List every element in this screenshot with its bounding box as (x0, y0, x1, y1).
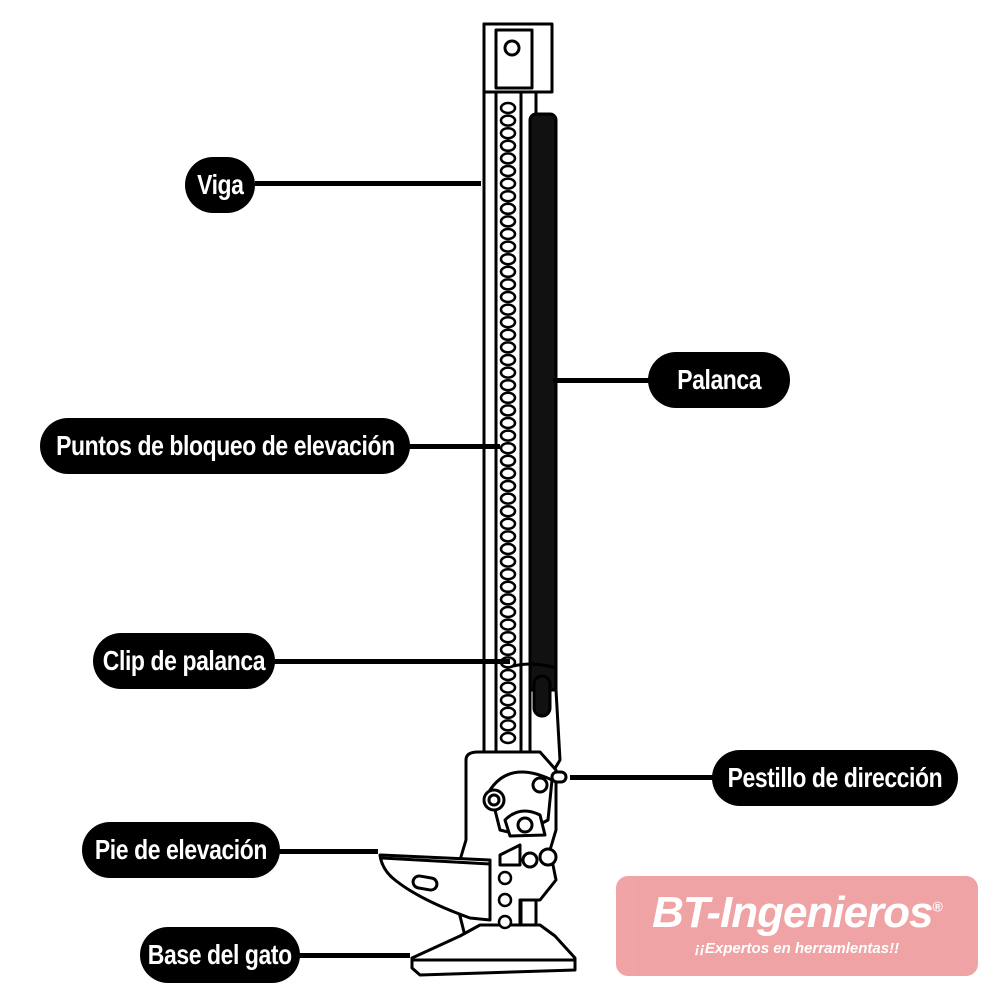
watermark-brand: BT-Ingenieros (652, 888, 933, 937)
lock-hole (499, 668, 517, 682)
label-base-text: Base del gato (148, 939, 292, 970)
lock-hole (497, 914, 513, 930)
lock-hole (499, 315, 517, 329)
lock-hole (499, 341, 517, 354)
label-puntos-bloqueo: Puntos de bloqueo de elevación (40, 418, 410, 474)
lift-lock-holes (497, 101, 517, 930)
viga-leader (255, 181, 481, 186)
label-clip-palanca: Clip de palanca (93, 633, 275, 689)
lock-hole (499, 681, 517, 694)
lock-hole (499, 643, 517, 657)
lock-hole (499, 593, 517, 606)
lock-hole (499, 303, 517, 316)
lock-hole (499, 215, 517, 228)
lock-hole (499, 542, 517, 556)
label-clip-text: Clip de palanca (102, 645, 266, 676)
lock-hole (499, 555, 517, 568)
lock-hole (499, 429, 517, 442)
lock-hole (499, 126, 517, 140)
lock-hole (499, 328, 517, 342)
clip-leader (270, 659, 510, 664)
lock-hole (499, 101, 517, 115)
lock-hole (499, 530, 517, 543)
lock-hole (499, 189, 517, 203)
lock-hole (499, 454, 517, 468)
registered-mark: ® (932, 898, 943, 915)
lock-hole (499, 290, 517, 304)
label-pie-elevacion: Pie de elevación (82, 822, 280, 878)
lock-hole (499, 719, 517, 732)
lock-hole (499, 378, 517, 392)
label-palanca: Palanca (648, 352, 790, 408)
lock-hole (499, 492, 517, 505)
jack-base (410, 923, 577, 977)
lock-hole (499, 252, 517, 266)
label-puntos-text: Puntos de bloqueo de elevación (55, 430, 395, 461)
lock-hole (499, 114, 517, 127)
pie-leader (275, 849, 378, 854)
lock-hole (499, 580, 517, 594)
puntos-leader (405, 444, 500, 449)
lock-hole (499, 467, 517, 480)
lock-hole (499, 693, 517, 707)
lock-hole (499, 416, 517, 430)
palanca-leader (553, 378, 653, 383)
lock-hole (499, 706, 517, 720)
pestillo-leader (570, 775, 716, 780)
label-pestillo-text: Pestillo de dirección (727, 762, 943, 793)
label-viga: Viga (185, 157, 255, 213)
watermark-tagline: ¡¡Expertos en herramlentas!! (694, 940, 900, 957)
handle (528, 112, 558, 706)
lock-hole (499, 265, 517, 279)
lock-hole (497, 870, 513, 886)
lock-hole (499, 731, 517, 745)
lock-hole (499, 366, 517, 379)
lock-hole (499, 353, 517, 367)
lock-hole (499, 567, 517, 581)
watermark-logo: BT-Ingenieros® ¡¡Expertos en herramlenta… (616, 876, 978, 976)
lock-hole (499, 605, 517, 619)
lock-hole (499, 202, 517, 216)
lock-hole (499, 504, 517, 518)
lock-hole (499, 177, 517, 190)
lock-hole (499, 630, 517, 644)
lock-hole (499, 404, 517, 417)
lock-hole (499, 479, 517, 493)
lock-hole (499, 517, 517, 531)
lock-hole (499, 227, 517, 241)
lock-hole (499, 391, 517, 405)
lock-hole (499, 139, 517, 153)
label-palanca-text: Palanca (677, 364, 761, 395)
label-pie-text: Pie de elevación (94, 834, 268, 865)
label-pestillo: Pestillo de dirección (712, 750, 958, 806)
lock-hole (499, 441, 517, 455)
label-base-gato: Base del gato (140, 927, 300, 983)
lock-hole (499, 152, 517, 165)
base-leader (295, 953, 410, 958)
lock-hole (499, 164, 517, 178)
label-viga-text: Viga (196, 169, 244, 200)
lock-hole (499, 240, 517, 253)
lock-hole (497, 892, 513, 908)
lock-hole (499, 618, 517, 631)
lock-hole (499, 278, 517, 291)
